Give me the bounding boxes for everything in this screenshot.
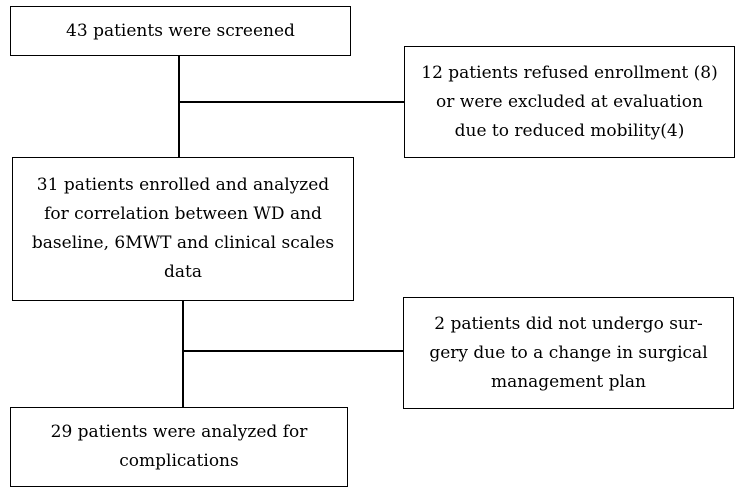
complications-text-line-2: complications	[119, 451, 239, 471]
complications-box: 29 patients were analyzed for complicati…	[10, 407, 348, 487]
excluded-box: 12 patients refused enrollment (8) or we…	[404, 46, 735, 158]
excluded-text-line-1: 12 patients refused enrollment (8)	[421, 62, 718, 83]
no-surgery-text-line-2: gery due to a change in surgical	[429, 342, 708, 363]
connector-to-no-surgery	[182, 350, 404, 352]
screened-box: 43 patients were screened	[10, 6, 351, 56]
connector-enrolled-to-complications	[182, 300, 184, 408]
enrolled-box: 31 patients enrolled and analyzed for co…	[12, 157, 354, 301]
no-surgery-text-line-3: management plan	[490, 371, 647, 392]
enrolled-text-line-2: for correlation between WD and	[44, 204, 322, 224]
connector-to-excluded	[178, 101, 405, 103]
complications-text-line-1: 29 patients were analyzed for	[50, 422, 308, 442]
no-surgery-text-line-1: 2 patients did not undergo sur-	[434, 313, 703, 334]
screened-text: 43 patients were screened	[66, 20, 295, 41]
enrolled-text-line-1: 31 patients enrolled and analyzed	[36, 175, 330, 195]
excluded-text-line-3: due to reduced mobility(4)	[454, 120, 685, 141]
connector-screened-to-enrolled	[178, 56, 180, 158]
enrolled-text-line-3: baseline, 6MWT and clinical scales	[31, 233, 335, 253]
no-surgery-box: 2 patients did not undergo sur- gery due…	[403, 297, 734, 409]
enrolled-text-line-4: data	[164, 262, 202, 282]
excluded-text-line-2: or were excluded at evaluation	[436, 91, 703, 112]
